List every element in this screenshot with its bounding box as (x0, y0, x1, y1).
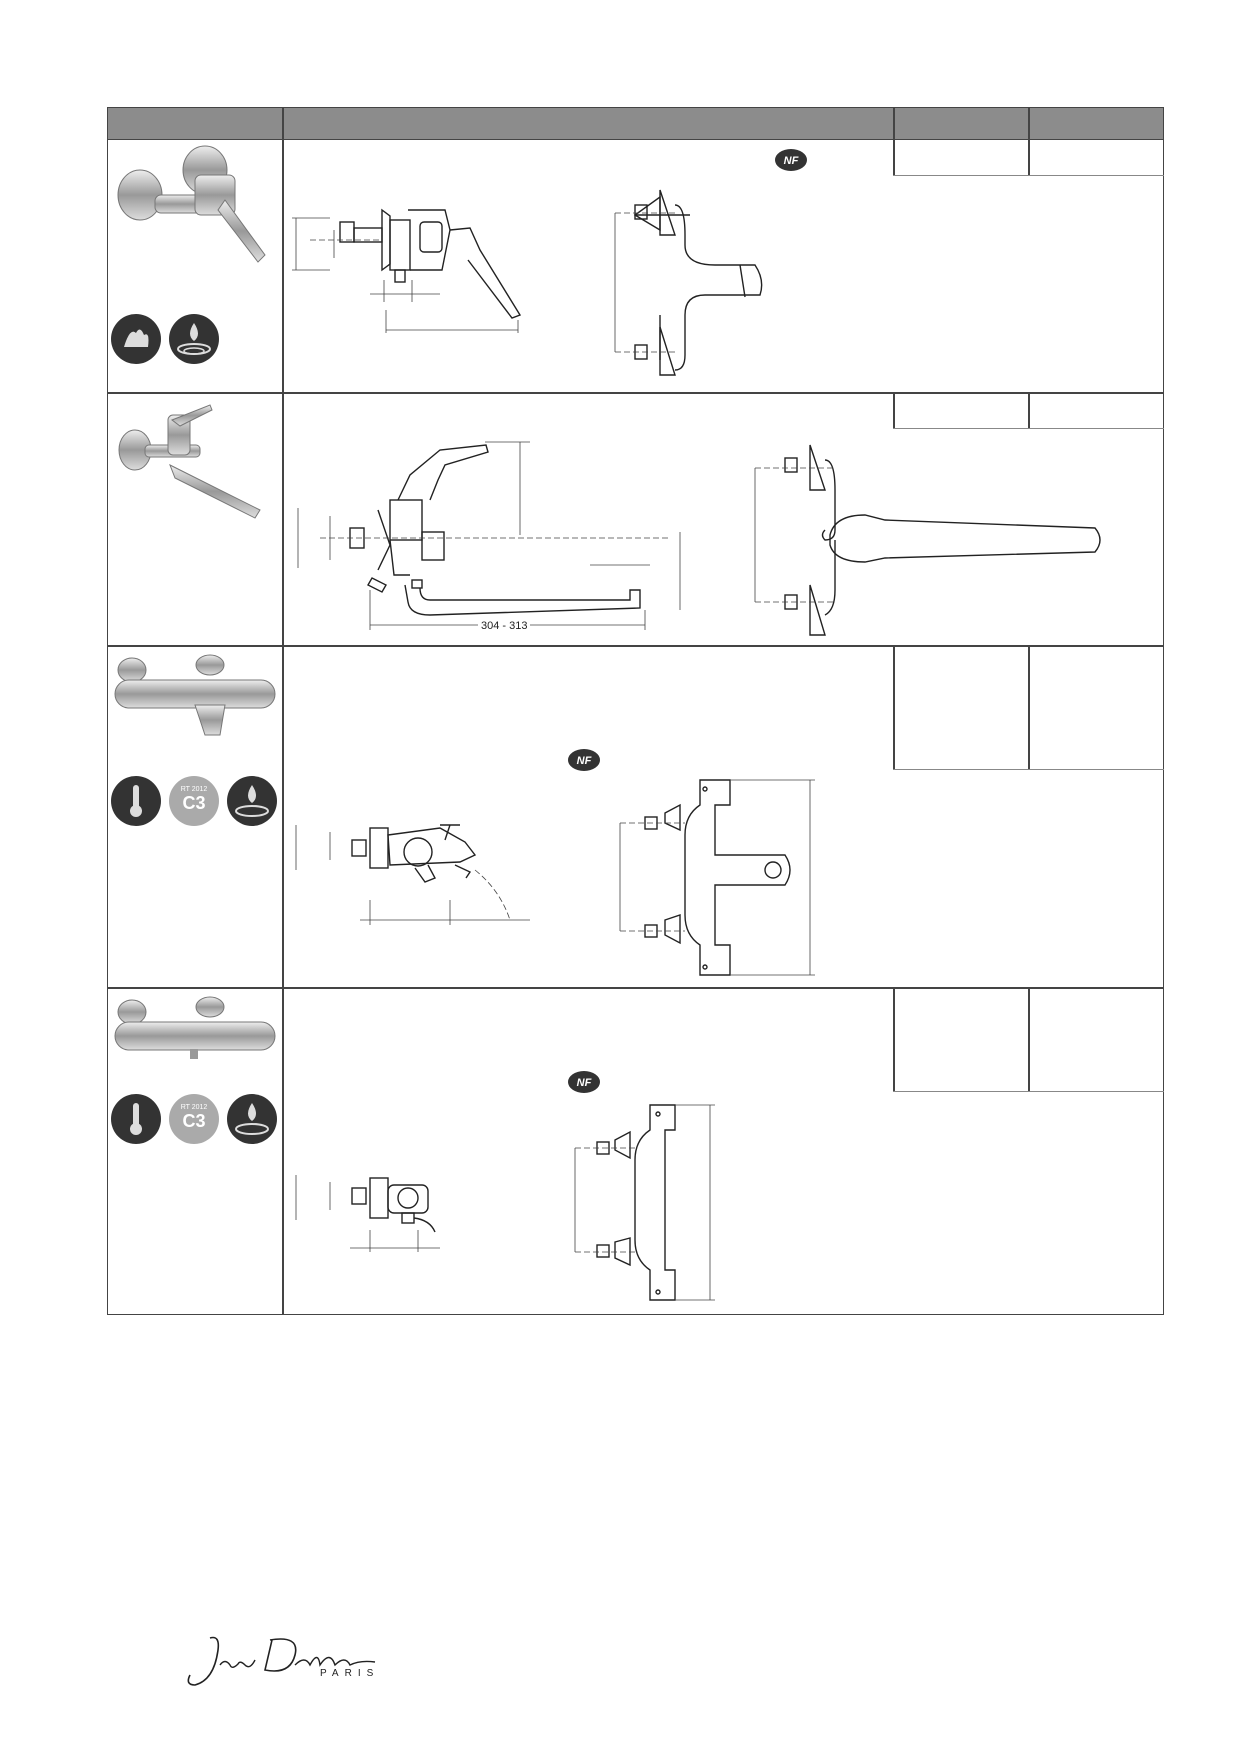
row-divider-3 (107, 987, 1164, 989)
badge-hand-wash (111, 314, 161, 364)
product-photo-sink-mixer (118, 404, 261, 519)
nf-text: NF (784, 155, 799, 167)
badge-rt2012-c3-r3: RT 2012 C3 (169, 776, 219, 826)
product-photo-shower-thermostat (114, 996, 276, 1059)
product-photo-shower-mixer (117, 145, 266, 263)
drawing-row2-front (754, 444, 1101, 636)
r4-cell-divider-a (893, 987, 895, 1091)
badge-rt2012-c3-r4: RT 2012 C3 (169, 1094, 219, 1144)
drawing-row3-side (295, 824, 530, 925)
row-divider-1 (107, 392, 1164, 394)
nf-logo-row3: NF (568, 749, 600, 771)
svg-text:C3: C3 (182, 793, 205, 813)
badge-thermometer-r3 (111, 776, 161, 826)
col-divider-3 (1028, 107, 1030, 140)
r3-cell-divider-a (893, 645, 895, 769)
nf-logo-row4: NF (568, 1071, 600, 1093)
r2-cell-divider-b (1028, 392, 1030, 428)
r3-cell-divider-b (1028, 645, 1030, 769)
r2-cell-divider-a (893, 392, 895, 428)
brand-signature-logo (187, 1636, 376, 1686)
col-divider-1 (282, 107, 284, 1315)
table-header (107, 107, 1164, 140)
badge-water-saving (169, 314, 219, 364)
row-divider-2 (107, 645, 1164, 647)
r1-cell-bottom (893, 175, 1164, 176)
drawing-row1-side (292, 208, 522, 333)
svg-text:RT 2012: RT 2012 (181, 1104, 208, 1111)
r2-cell-bottom (893, 428, 1164, 429)
drawing-row4-side (295, 1175, 440, 1252)
brand-city: PARIS (320, 1668, 380, 1679)
r4-cell-divider-b (1028, 987, 1030, 1091)
product-photo-bath-thermostat (114, 654, 276, 736)
svg-text:RT 2012: RT 2012 (181, 786, 208, 793)
badge-water-saving-r4 (227, 1094, 277, 1144)
nf-logo-row1: NF (775, 149, 807, 171)
drawing-row3-front (619, 779, 815, 976)
r1-cell-divider-a (893, 140, 895, 176)
drawing-row4-front (574, 1104, 715, 1301)
svg-text:NF: NF (577, 755, 592, 767)
r4-cell-bottom (893, 1091, 1164, 1092)
drawing-row1-front (614, 189, 763, 376)
badge-water-saving-r3 (227, 776, 277, 826)
r3-cell-bottom (893, 769, 1164, 770)
drawing-row2-side (297, 441, 681, 630)
dimension-label-row2: 304 - 313 (478, 620, 531, 632)
r1-cell-divider-b (1028, 140, 1030, 176)
svg-text:C3: C3 (182, 1111, 205, 1131)
badge-thermometer-r4 (111, 1094, 161, 1144)
svg-text:NF: NF (577, 1077, 592, 1089)
col-divider-2 (893, 107, 895, 140)
